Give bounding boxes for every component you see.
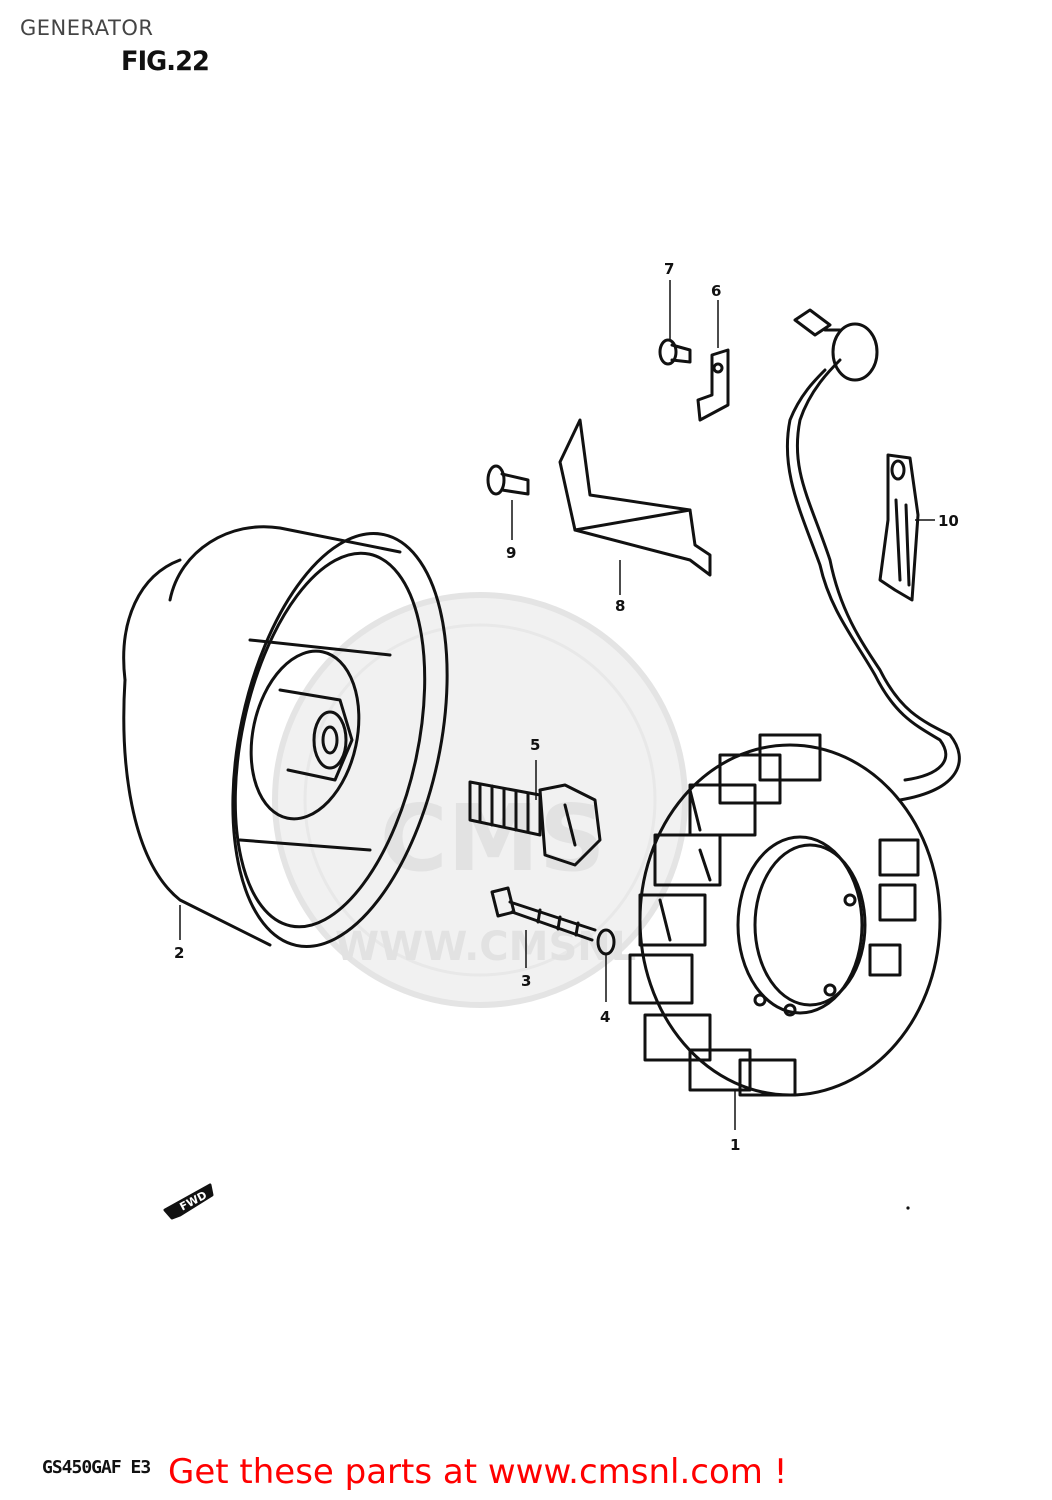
stator-drawing [628,733,942,1097]
fwd-arrow: FWD [163,1183,214,1220]
ref-number-2: 2 [174,944,184,962]
ref-number-9: 9 [506,544,516,562]
ref-number-6: 6 [711,282,721,300]
promo-link-text[interactable]: Get these parts at www.cmsnl.com ! [168,1452,788,1492]
ref-number-3: 3 [521,972,531,990]
washer-drawing [596,928,616,956]
screw-7-drawing [658,338,692,366]
screw-3-drawing [490,886,597,942]
screw-9-drawing [486,464,530,496]
model-code: GS450GAF E3 [42,1457,151,1478]
figure-label: FIG.22 [121,46,210,77]
fwd-arrow-label: FWD [178,1189,210,1214]
reference-numbers: 1 2 3 4 5 6 7 8 9 10 [174,260,959,1154]
rotor-drawing [122,525,449,948]
clamp-6-drawing [696,348,730,422]
ref-number-1: 1 [730,1136,740,1154]
ref-number-7: 7 [664,260,674,278]
clamp-10-drawing [878,453,920,602]
ref-number-4: 4 [600,1008,610,1026]
rotor-bolt-drawing [468,780,602,867]
ref-number-10: 10 [938,512,959,530]
connector-drawing [793,308,879,382]
guide-8-drawing [558,418,712,577]
ref-number-5: 5 [530,736,540,754]
lead-wire-drawing [795,358,961,802]
watermark-url: WWW.CMSNL [335,924,636,970]
page-title: GENERATOR [20,16,154,40]
ref-number-8: 8 [615,597,625,615]
